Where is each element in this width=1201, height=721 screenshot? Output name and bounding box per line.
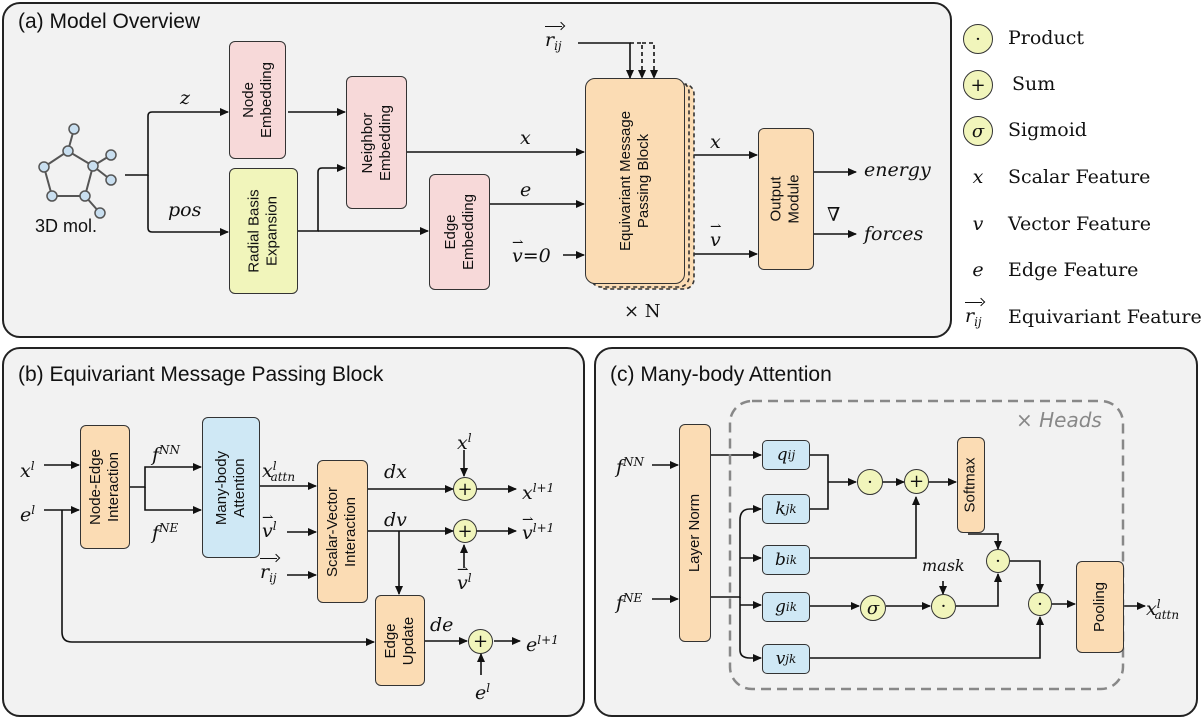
label-forces: forces (864, 223, 924, 245)
edge-update-label: Edge Update (382, 616, 417, 665)
label-x-attn-c: xlattn (1146, 597, 1180, 622)
radial-basis-label: Radial Basis Expansion (245, 189, 281, 273)
label-fne-b: fNE (152, 521, 179, 544)
molecule-label: 3D mol. (35, 216, 98, 236)
label-x: x (520, 127, 531, 149)
label-mask: mask (922, 556, 965, 575)
layer-norm-box: Layer Norm (679, 424, 711, 642)
label-v-l1: vl+1 (522, 510, 554, 543)
scalar-vector-interaction-box: Scalar-Vector Interaction (317, 460, 368, 603)
label-pos: pos (168, 199, 202, 221)
panel-b-title: (b) Equivariant Message Passing Block (18, 363, 384, 386)
label-fnn-c: fNN (616, 455, 645, 478)
sum-node-x: + (453, 477, 477, 501)
product-node-mask: · (931, 594, 956, 619)
heads-dashed-frame (728, 399, 1125, 691)
label-rij-b: rij (260, 558, 277, 588)
node-edge-interaction-label: Node-Edge Interaction (87, 449, 123, 525)
node-embedding-box: Node Embedding (229, 41, 286, 159)
label-dv: dv (384, 509, 407, 531)
label-rij-top: rij (545, 26, 562, 56)
label-x-l1: xl+1 (522, 481, 555, 504)
many-body-attention-box: Many-body Attention (202, 417, 260, 558)
neighbor-embedding-label: Neighbor Embedding (358, 104, 394, 181)
panel-c-title: (c) Many-body Attention (610, 363, 832, 386)
panel-a-title: (a) Model Overview (18, 10, 201, 33)
label-vl-in: vl (262, 508, 277, 541)
edge-embedding-box: Edge Embedding (429, 174, 490, 290)
label-energy: energy (864, 159, 931, 181)
legend-edge-symbol: e (972, 259, 984, 281)
label-dx: dx (384, 461, 407, 483)
softmax-box: Softmax (957, 437, 985, 533)
scalar-vector-interaction-label: Scalar-Vector Interaction (324, 486, 360, 577)
label-z: z (180, 87, 191, 109)
sum-node-v: + (453, 519, 477, 543)
label-v-init: v=0 (512, 233, 551, 266)
legend-edge-label: Edge Feature (1008, 259, 1139, 281)
heads-label: × Heads (1016, 408, 1102, 432)
product-node-gate: · (986, 549, 1010, 573)
label-x-out: x (710, 131, 721, 153)
neighbor-embedding-box: Neighbor Embedding (346, 76, 407, 209)
label-fnn-b: fNN (152, 443, 181, 466)
legend-product-label: Product (1008, 27, 1084, 49)
sum-node-bias: + (904, 469, 929, 494)
legend-sum-label: Sum (1012, 73, 1056, 95)
label-e: e (520, 179, 532, 201)
radial-basis-box: Radial Basis Expansion (229, 168, 298, 294)
softmax-label: Softmax (962, 457, 979, 513)
many-body-attention-label: Many-body Attention (213, 450, 249, 525)
legend-equivariant-label: Equivariant Feature (1008, 306, 1201, 328)
legend-scalar-label: Scalar Feature (1008, 166, 1151, 188)
empb-label: Equivariant Message Passing Block (617, 110, 653, 252)
product-node-value: · (1028, 592, 1052, 616)
label-e-l1: el+1 (526, 633, 559, 656)
label-el-in: el (20, 503, 36, 526)
label-vl-bottom: vl (457, 560, 472, 593)
edge-embedding-label: Edge Embedding (441, 194, 477, 270)
output-module-box: Output Module (758, 128, 814, 270)
legend-vector-label: Vector Feature (1008, 213, 1151, 235)
edge-update-box: Edge Update (375, 595, 425, 686)
empb-box: Equivariant Message Passing Block (585, 78, 685, 284)
legend-product-icon: · (963, 24, 993, 54)
node-embedding-label: Node Embedding (239, 62, 275, 138)
pooling-box: Pooling (1076, 561, 1124, 653)
legend-sum-icon: + (963, 70, 993, 100)
label-times-n: × N (624, 301, 661, 322)
label-el-bottom: el (475, 681, 491, 704)
sum-node-e: + (468, 629, 493, 654)
label-fne-c: fNE (616, 591, 643, 614)
label-xl-in: xl (20, 459, 35, 482)
legend-scalar-symbol: x (972, 166, 984, 188)
legend-sigmoid-label: Sigmoid (1008, 119, 1087, 141)
legend-vector-symbol: v (972, 213, 984, 235)
node-edge-interaction-box: Node-Edge Interaction (80, 425, 130, 549)
pooling-label: Pooling (1091, 581, 1109, 633)
product-node-qk: · (857, 469, 883, 495)
label-v-out: v (710, 217, 721, 250)
label-xl-top: xl (457, 431, 472, 454)
legend-sigmoid-icon: σ (963, 116, 993, 146)
layer-norm-label: Layer Norm (686, 493, 704, 573)
legend-equivariant-symbol: rij (965, 302, 982, 332)
label-nabla: ∇ (827, 204, 841, 226)
output-module-label: Output Module (767, 174, 803, 224)
sigmoid-node: σ (860, 595, 886, 621)
label-x-attn-b: xlattn (262, 459, 296, 484)
label-de: de (430, 614, 454, 636)
